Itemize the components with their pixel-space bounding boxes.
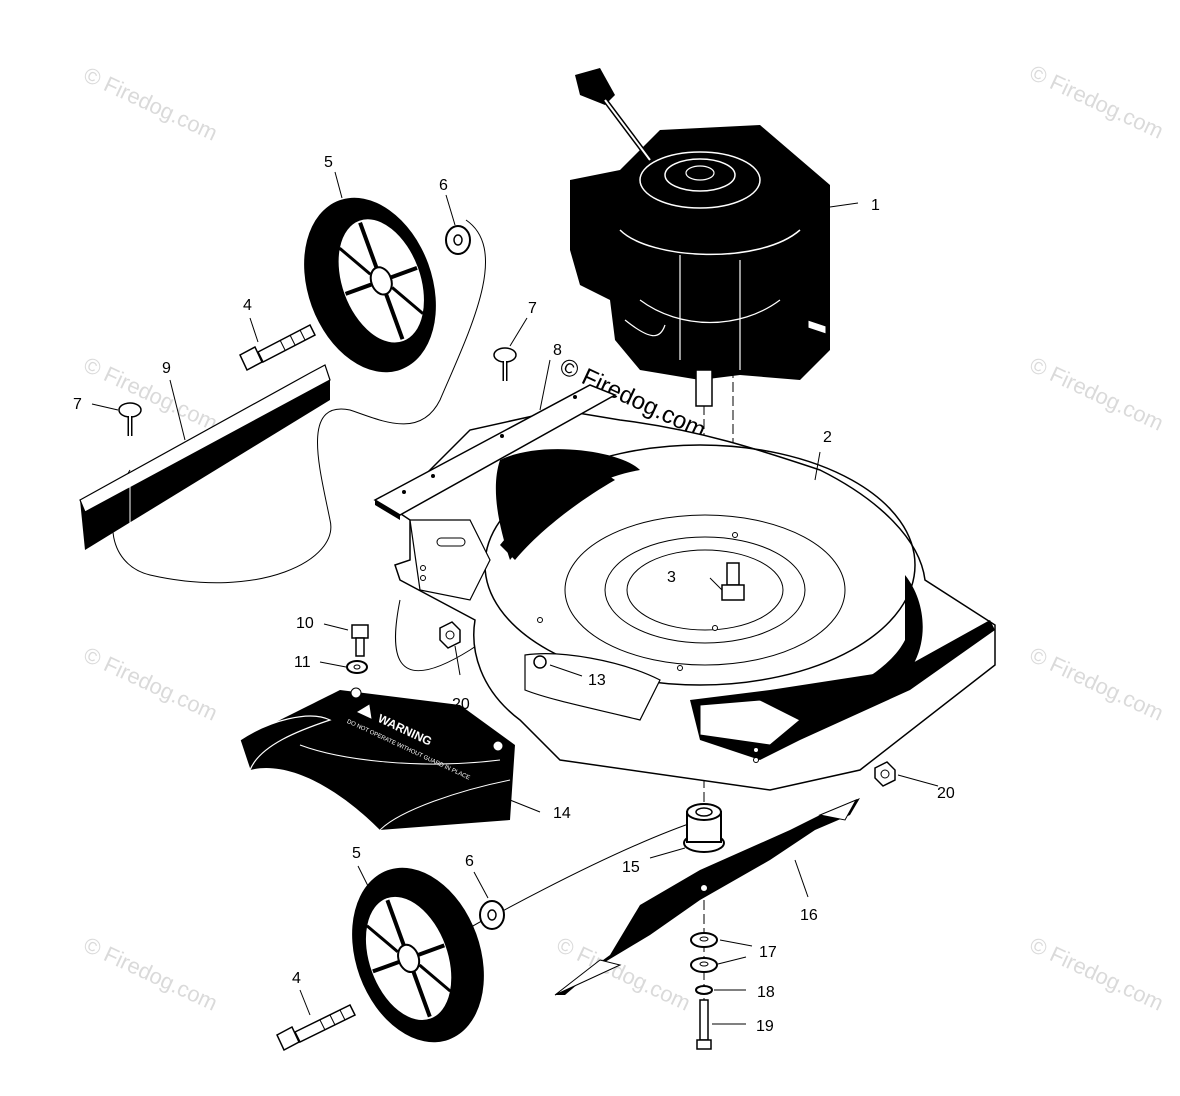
callout-screw-right: 7 <box>528 300 537 317</box>
callout-washer-upper: 6 <box>439 177 448 194</box>
watermark: © Firedog.com <box>1026 60 1168 144</box>
callout-wheel-bolt-upper: 4 <box>243 297 252 314</box>
screw-right <box>493 347 517 381</box>
screw-left <box>118 402 142 436</box>
blade <box>554 798 860 996</box>
callout-blade-adapter: 15 <box>622 859 640 876</box>
blade-adapter <box>683 803 725 853</box>
wheel-upper <box>304 197 436 373</box>
callout-discharge-chute: 14 <box>553 805 571 822</box>
blade-bolt <box>696 999 712 1050</box>
rear-shield <box>79 364 331 555</box>
watermark: © Firedog.com <box>1026 352 1168 436</box>
watermark: © Firedog.com <box>80 352 222 436</box>
watermark: © Firedog.com <box>80 932 222 1016</box>
deck <box>378 409 996 791</box>
watermark: © Firedog.com <box>80 62 222 146</box>
callout-chute-washer: 11 <box>294 654 311 671</box>
deck-bolt <box>721 562 745 601</box>
callout-nut-right: 20 <box>937 785 955 802</box>
callout-engine: 1 <box>871 197 880 214</box>
wheel-bolt-upper <box>239 323 317 372</box>
callout-nut-left: 20 <box>452 696 470 713</box>
callout-wheel-lower: 5 <box>352 845 361 862</box>
lock-washer <box>695 985 713 995</box>
callout-blade-washer: 17 <box>759 944 777 961</box>
callout-deck-bolt: 3 <box>667 569 676 586</box>
callout-wheel-bolt-lower: 4 <box>292 970 301 987</box>
watermark: © Firedog.com <box>1026 642 1168 726</box>
blade-washer <box>690 932 718 973</box>
washer-upper <box>445 225 471 255</box>
callout-blade-bolt: 19 <box>756 1018 774 1035</box>
callout-bracket: 8 <box>553 342 562 359</box>
callout-rear-shield: 9 <box>162 360 171 377</box>
callout-deck: 2 <box>823 429 832 446</box>
callout-wheel-upper: 5 <box>324 154 333 171</box>
nut-right <box>874 761 896 787</box>
callout-washer-lower: 6 <box>465 853 474 870</box>
chute-bolt <box>351 624 369 657</box>
callout-blade: 16 <box>800 907 818 924</box>
nut-left <box>439 621 461 649</box>
callout-nut-deck: 13 <box>588 672 606 689</box>
engine <box>570 68 830 407</box>
discharge-chute: WARNING DO NOT OPERATE WITHOUT GUARD IN … <box>239 687 515 831</box>
callouts: 1 2 3 4 5 6 7 7 8 9 10 11 13 14 15 16 17… <box>73 154 955 1035</box>
leader-lines <box>91 171 939 1025</box>
wheel-bolt-lower <box>276 1003 357 1052</box>
wheel-lower <box>352 867 484 1043</box>
watermark: © Firedog.com <box>1026 932 1168 1016</box>
callout-chute-bolt: 10 <box>296 615 314 632</box>
chute-washer <box>346 660 368 674</box>
watermark: © Firedog.com <box>80 642 222 726</box>
callout-screw-left: 7 <box>73 396 82 413</box>
washer-lower <box>479 900 505 930</box>
bracket <box>373 384 617 520</box>
callout-lock-washer: 18 <box>757 984 775 1001</box>
